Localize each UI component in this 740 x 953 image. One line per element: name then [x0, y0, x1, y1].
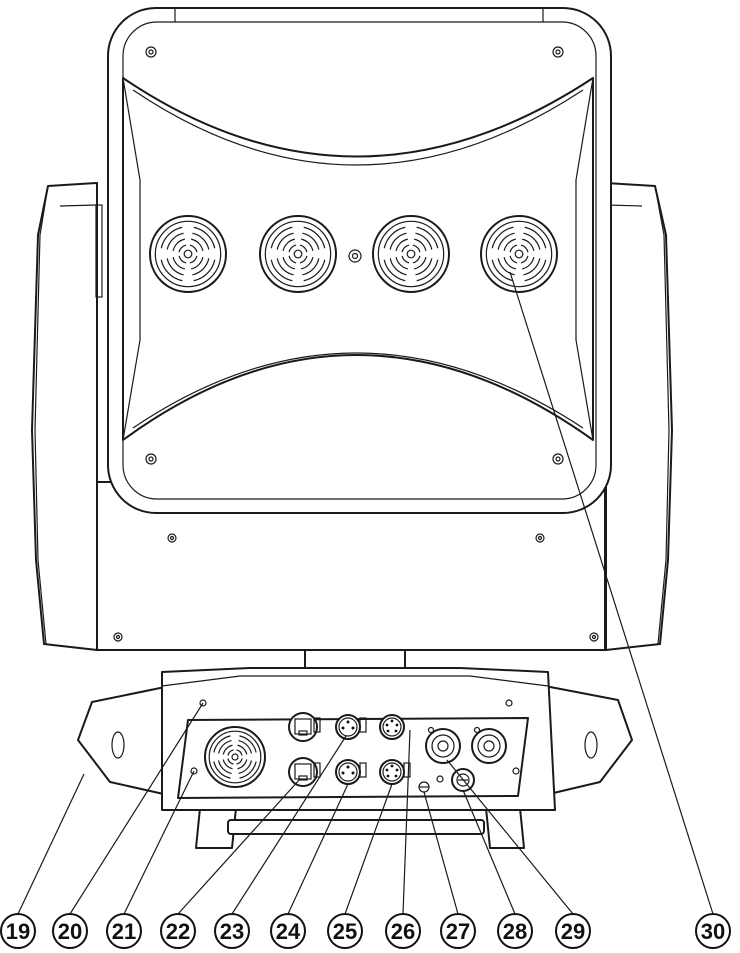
dmx-5pin-in-connector: [379, 714, 405, 740]
callout-number-24: 24: [276, 919, 301, 944]
callout-number-25: 25: [333, 919, 357, 944]
callout-number-21: 21: [112, 919, 136, 944]
head-housing: [107, 7, 612, 514]
leader-line-25: [344, 783, 393, 915]
cooling-fan: [204, 726, 266, 788]
callout-leaders: [17, 271, 714, 915]
callout-number-22: 22: [166, 919, 190, 944]
callout-circle-21: [106, 913, 142, 949]
leader-line-26: [402, 729, 411, 915]
led-lens-4: [480, 215, 558, 293]
power-out-connector: [471, 726, 507, 764]
callout-circle-20: [52, 913, 88, 949]
leader-line-28: [462, 789, 516, 915]
callout-circle-27: [440, 913, 476, 949]
callout-circle-25: [327, 913, 363, 949]
leader-line-20: [69, 702, 204, 915]
callout-number-23: 23: [220, 919, 244, 944]
base-unit: [77, 667, 633, 849]
callout-circle-29: [555, 913, 591, 949]
callout-circle-22: [160, 913, 196, 949]
led-lens-1: [149, 215, 227, 293]
callout-circle-30: [695, 913, 731, 949]
leader-line-21: [123, 770, 195, 915]
led-lenses: [149, 215, 558, 293]
callout-circle-23: [214, 913, 250, 949]
callout-number-20: 20: [58, 919, 82, 944]
callout-number-26: 26: [391, 919, 415, 944]
callout-circle-24: [270, 913, 306, 949]
ethernet-out-connector: [288, 757, 321, 787]
callout-number-30: 30: [701, 919, 725, 944]
callout-number-27: 27: [446, 919, 470, 944]
leader-line-22: [177, 778, 301, 915]
base-wing-right: [544, 685, 633, 796]
led-lens-3: [372, 215, 450, 293]
callout-circle-19: [0, 913, 36, 949]
callout-number-19: 19: [6, 919, 30, 944]
led-lens-2: [259, 215, 337, 293]
dmx-3pin-in-connector: [335, 714, 367, 740]
callout-circle-28: [497, 913, 533, 949]
callout-number-28: 28: [503, 919, 527, 944]
leader-line-19: [17, 773, 85, 915]
power-in-connector: [425, 726, 461, 764]
leader-line-29: [446, 759, 574, 915]
leader-line-27: [423, 791, 459, 915]
ethernet-in-connector: [288, 712, 321, 742]
leader-line-23: [231, 735, 347, 915]
callout-labels: 19 20 21 22 23 24 25 26 27 28 29 30: [0, 913, 731, 949]
callout-circle-26: [385, 913, 421, 949]
callout-number-29: 29: [561, 919, 585, 944]
fan-grille: [204, 726, 266, 788]
neck: [304, 649, 406, 669]
yoke-arm-left: [31, 182, 103, 651]
leader-line-24: [287, 783, 349, 915]
leader-line-30: [509, 271, 714, 915]
